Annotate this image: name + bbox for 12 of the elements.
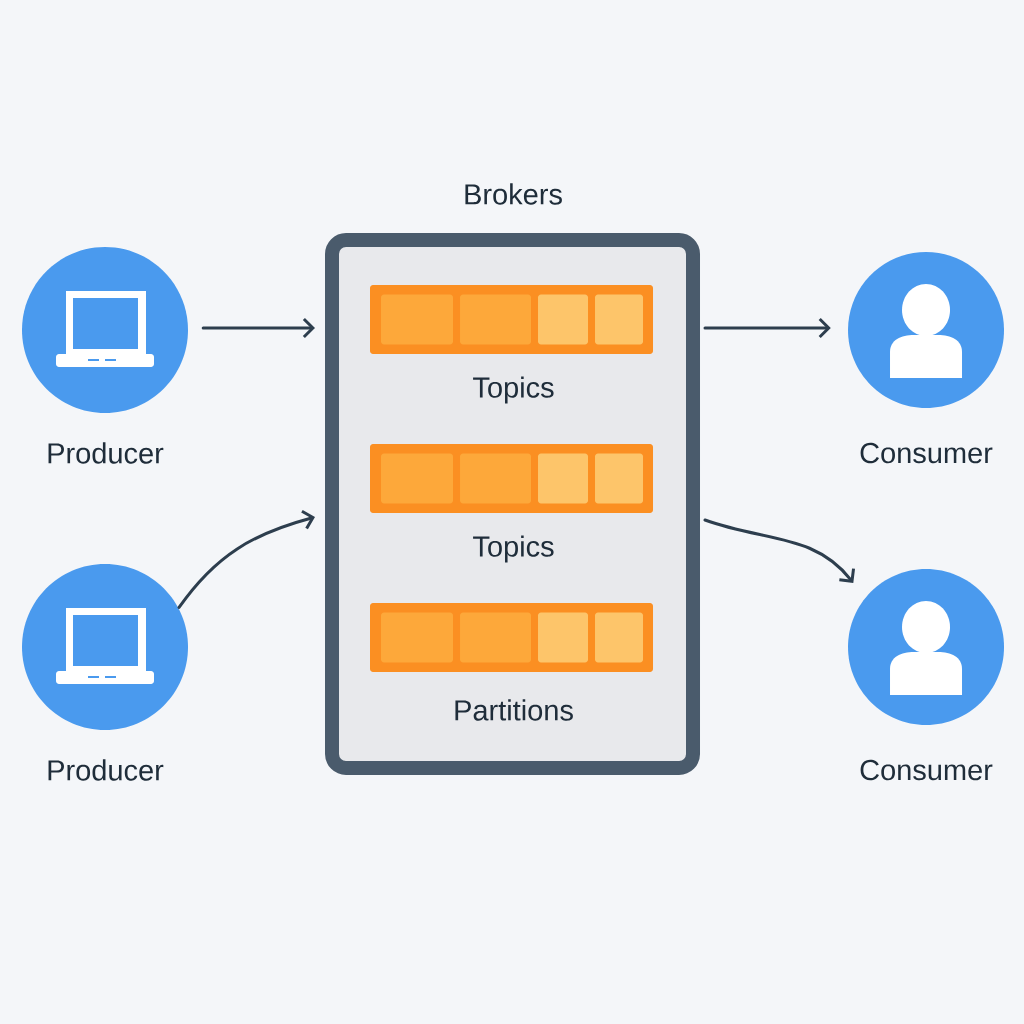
node-label: Consumer [860,442,993,464]
node-label: Producer [48,442,164,464]
node-label: Consumer [860,759,993,781]
arrow [703,518,856,583]
arrow [201,317,315,339]
node-label: Topics [473,376,554,404]
arrow [703,317,831,339]
node-label: Producer [48,759,164,781]
node-label: Brokers [465,183,562,205]
node-label: Topics [473,535,554,563]
node-label: Partitions [455,699,573,721]
arrow [177,509,315,609]
